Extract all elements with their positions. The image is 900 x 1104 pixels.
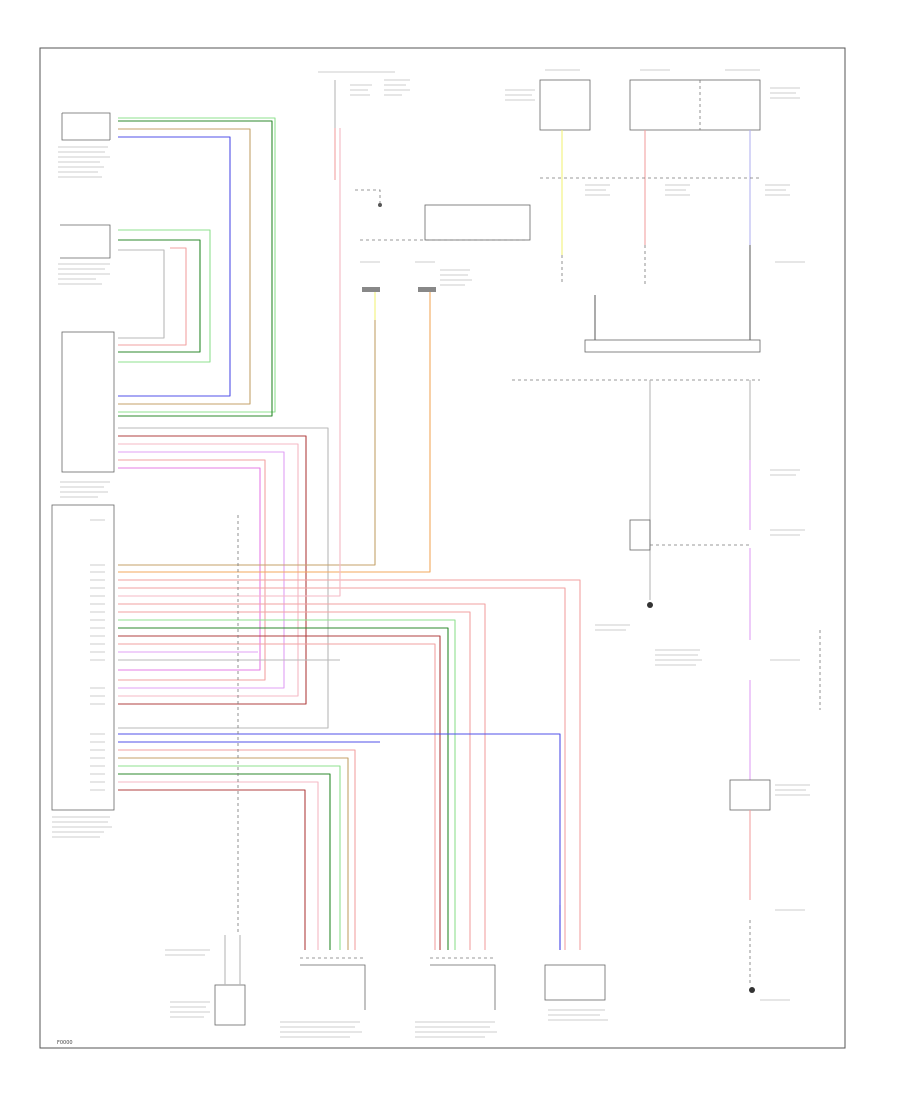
combination-meter-connector: [544, 905, 606, 1001]
right-headlight-leveling-motor: [430, 915, 496, 1010]
diagram-id-label: F0000: [57, 1040, 73, 1046]
rear-height-sensor: [58, 224, 111, 285]
left-headlight-leveling-motor: [300, 915, 366, 1010]
ecu-middle-wires: [118, 128, 581, 915]
left-sensor-wires: [118, 117, 276, 417]
right-side-chain: [595, 261, 821, 1001]
headlight-beam-level-ecu: [51, 504, 115, 838]
top-right-fuse-boxes: [505, 69, 800, 381]
height-control-sensor-box: [60, 331, 115, 498]
diagram-border: [39, 47, 846, 1049]
left-front-height-sensor: [58, 112, 111, 178]
passenger-seat-sensor: [214, 515, 246, 1026]
ecu-lower-wires: [118, 733, 561, 950]
ecu-upper-wires: [118, 427, 329, 729]
top-center-connectors: [318, 71, 531, 320]
bottom-label-stubs: [165, 949, 608, 1038]
ecu-pin-labels: [90, 519, 105, 791]
